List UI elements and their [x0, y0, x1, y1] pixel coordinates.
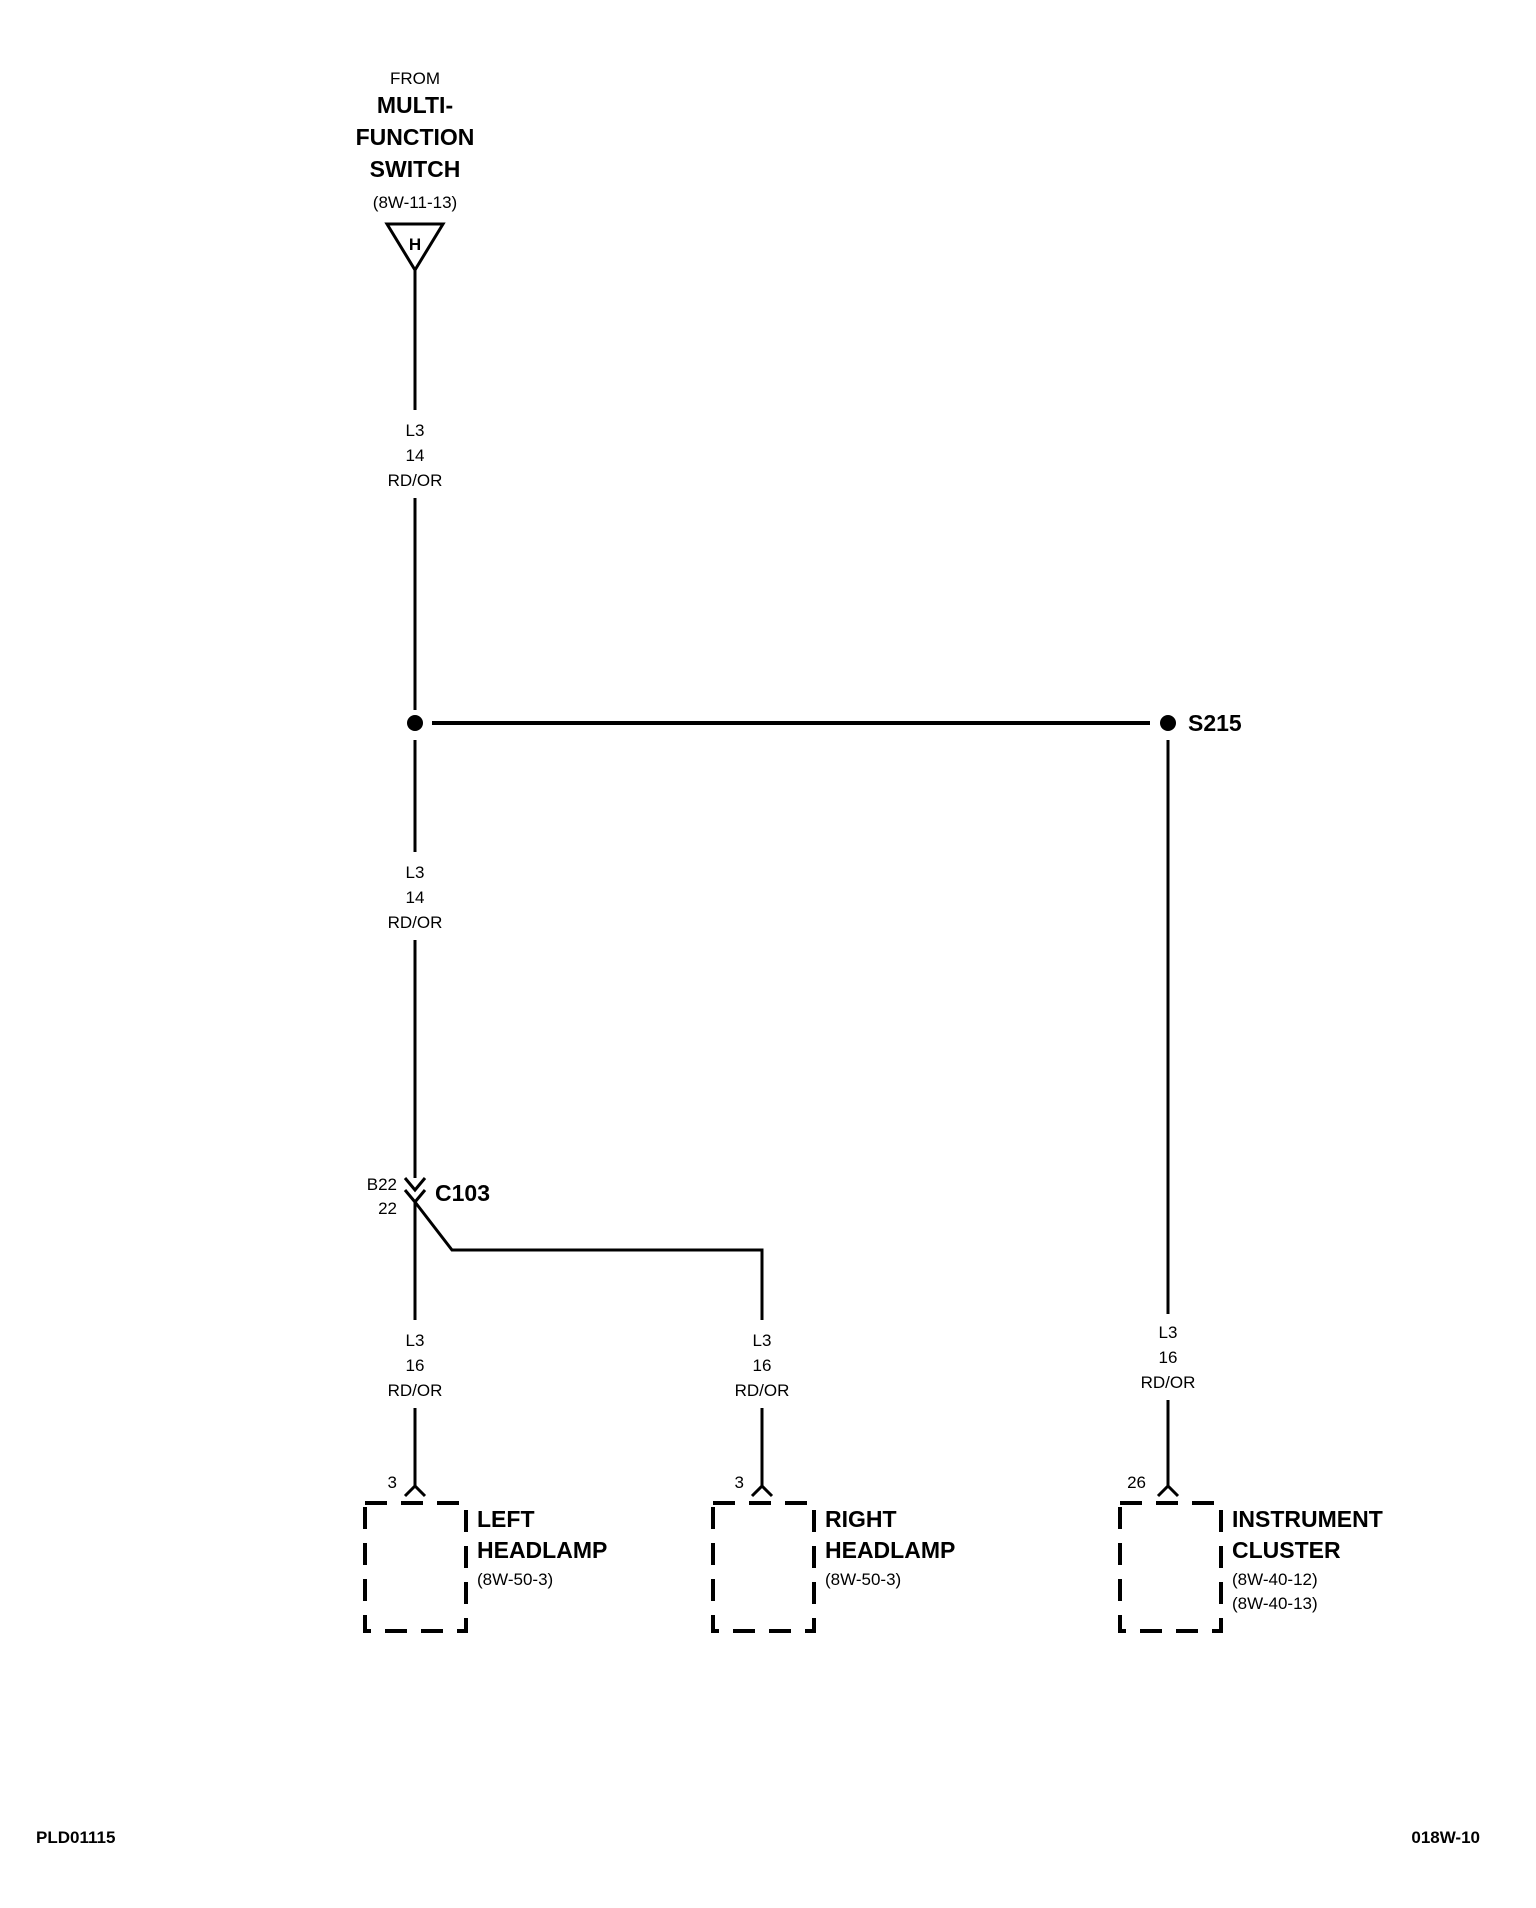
wire-circuit: L3	[1159, 1323, 1178, 1342]
component-name-line-2: HEADLAMP	[477, 1537, 607, 1563]
pin-number: 3	[735, 1473, 744, 1492]
source-name-line-3: SWITCH	[370, 156, 461, 182]
wire-gauge: 14	[406, 446, 425, 465]
connector-name: C103	[435, 1180, 490, 1206]
wire-circuit: L3	[753, 1331, 772, 1350]
source-connector-letter: H	[409, 235, 421, 254]
source-prefix: FROM	[390, 69, 440, 88]
component-right-headlamp: 3 RIGHT HEADLAMP (8W-50-3)	[711, 1473, 955, 1633]
pin-terminal	[750, 1483, 774, 1498]
component-ref: (8W-50-3)	[477, 1570, 553, 1589]
component-box	[711, 1501, 816, 1633]
source-name-line-1: MULTI-	[377, 92, 453, 118]
footer-right-code: 018W-10	[1411, 1828, 1480, 1847]
wire-color: RD/OR	[388, 1381, 443, 1400]
wire-label-right: L3 16 RD/OR	[735, 1331, 790, 1400]
pin-terminal	[403, 1483, 427, 1498]
pin-number: 26	[1127, 1473, 1146, 1492]
wire-color: RD/OR	[735, 1381, 790, 1400]
component-ref-1: (8W-40-12)	[1232, 1570, 1318, 1589]
wire-color: RD/OR	[1141, 1373, 1196, 1392]
splice-dot-left	[407, 715, 423, 731]
source-name-line-2: FUNCTION	[356, 124, 475, 150]
pin-number: 3	[388, 1473, 397, 1492]
inline-connector-c103: B22 22 C103	[367, 1175, 490, 1218]
connector-pin-b22: B22	[367, 1175, 397, 1194]
component-ref: (8W-50-3)	[825, 1570, 901, 1589]
connector-pin-22: 22	[378, 1199, 397, 1218]
wire-gauge: 16	[1159, 1348, 1178, 1367]
component-box	[363, 1501, 468, 1633]
wire-gauge: 16	[406, 1356, 425, 1375]
wire-color: RD/OR	[388, 471, 443, 490]
wire-label-upper: L3 14 RD/OR	[388, 421, 443, 490]
source-connector-triangle	[384, 222, 446, 273]
wire-label-left: L3 16 RD/OR	[388, 1331, 443, 1400]
source-ref: (8W-11-13)	[373, 193, 457, 212]
wire-label-middle: L3 14 RD/OR	[388, 863, 443, 932]
splice-label: S215	[1188, 710, 1242, 736]
wire-gauge: 16	[753, 1356, 772, 1375]
component-instrument-cluster: 26 INSTRUMENT CLUSTER (8W-40-12) (8W-40-…	[1118, 1473, 1383, 1633]
wire-right-branch	[413, 1201, 764, 1320]
component-ref-2: (8W-40-13)	[1232, 1594, 1318, 1613]
wire-circuit: L3	[406, 1331, 425, 1350]
wire-circuit: L3	[406, 421, 425, 440]
component-name-line-1: RIGHT	[825, 1506, 897, 1532]
wire-label-cluster: L3 16 RD/OR	[1141, 1323, 1196, 1392]
source-label: FROM MULTI- FUNCTION SWITCH (8W-11-13)	[356, 69, 475, 212]
wire-gauge: 14	[406, 888, 425, 907]
wire-circuit: L3	[406, 863, 425, 882]
component-name-line-2: CLUSTER	[1232, 1537, 1341, 1563]
component-name-line-2: HEADLAMP	[825, 1537, 955, 1563]
connector-chevron-1	[403, 1177, 427, 1193]
component-box	[1118, 1501, 1223, 1633]
component-left-headlamp: 3 LEFT HEADLAMP (8W-50-3)	[363, 1473, 607, 1633]
component-name-line-1: INSTRUMENT	[1232, 1506, 1383, 1532]
pin-terminal	[1156, 1483, 1180, 1498]
splice-dot-s215	[1160, 715, 1176, 731]
wire-color: RD/OR	[388, 913, 443, 932]
footer-left-code: PLD01115	[36, 1828, 115, 1847]
component-name-line-1: LEFT	[477, 1506, 535, 1532]
